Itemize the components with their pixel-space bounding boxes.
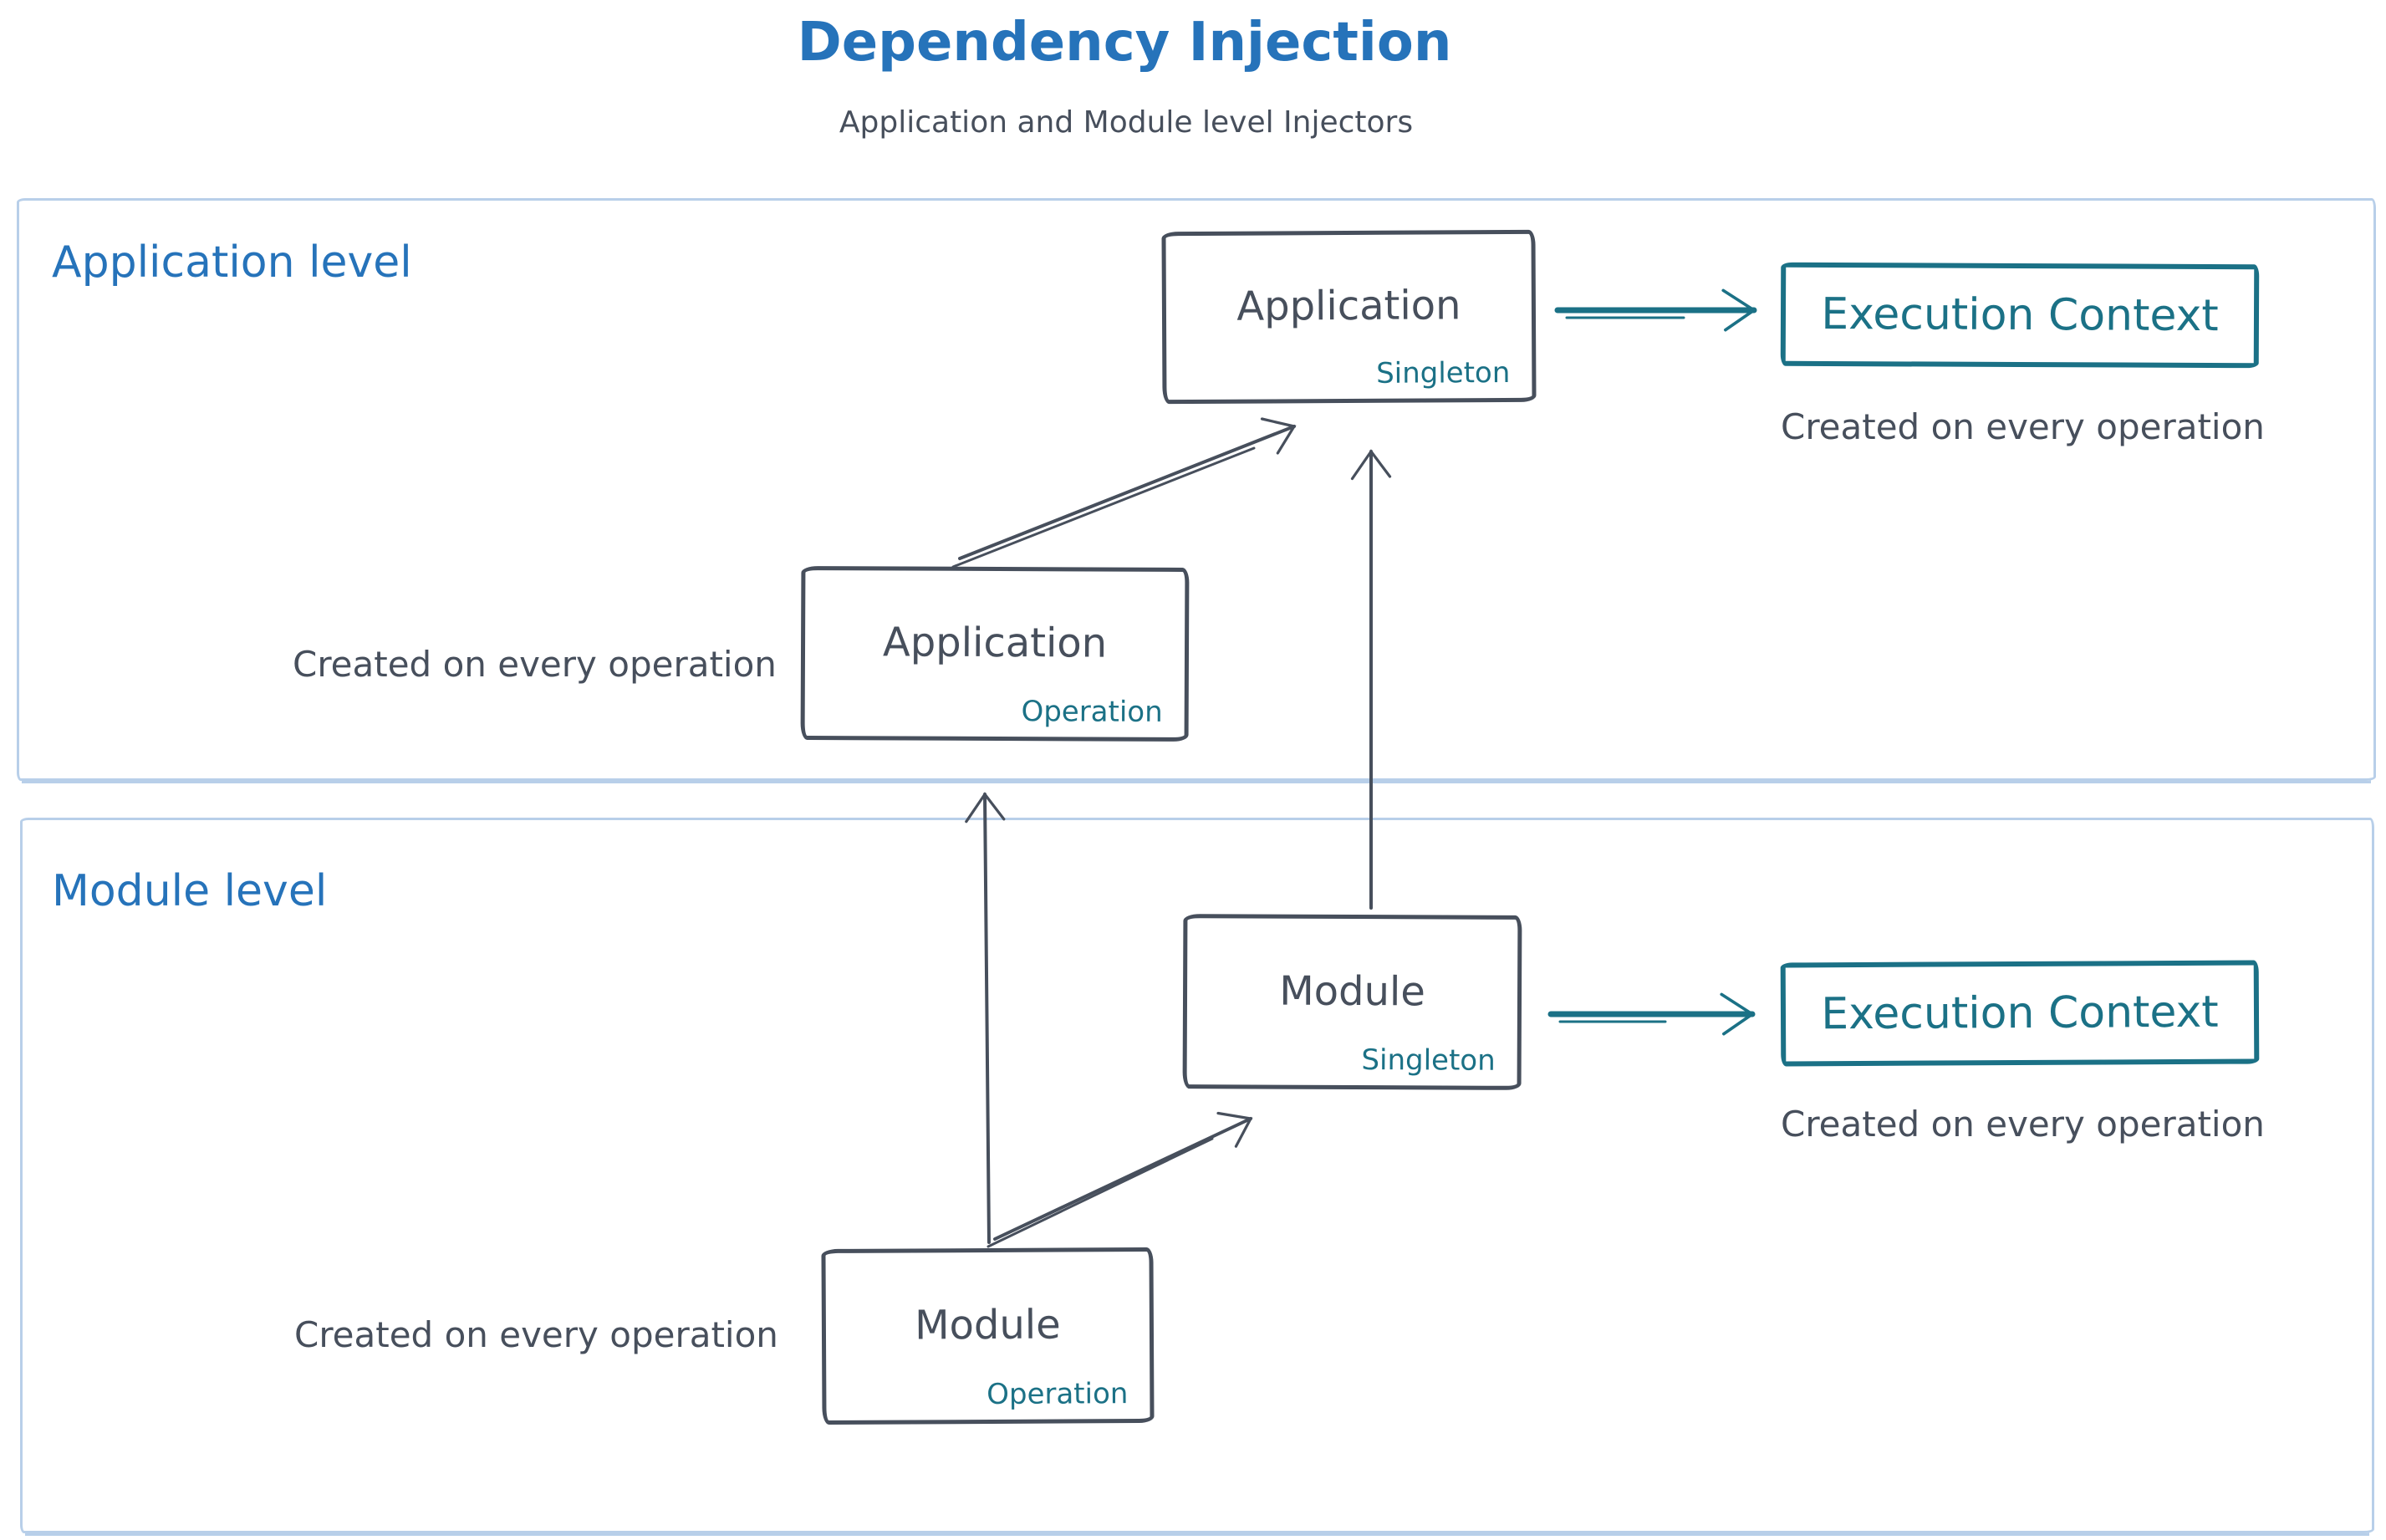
application-operation-title: Application (882, 619, 1108, 667)
module-operation-title: Module (915, 1301, 1061, 1349)
module-execution-context-box: Execution Context (1780, 960, 2260, 1067)
module-singleton-box: Module Singleton (1182, 914, 1522, 1090)
application-execution-context-box: Execution Context (1780, 262, 2260, 369)
module-operation-box: Module Operation (821, 1247, 1155, 1425)
application-operation-box: Application Operation (800, 565, 1190, 742)
application-level-label: Application level (52, 237, 412, 288)
application-level-section (17, 198, 2376, 781)
application-operation-note: Created on every operation (293, 644, 777, 685)
module-execution-context-note: Created on every operation (1781, 1104, 2265, 1145)
application-execution-context-label: Execution Context (1821, 288, 2219, 342)
diagram-title: Dependency Injection (797, 12, 1452, 74)
module-level-section (20, 818, 2374, 1533)
module-singleton-scope: Singleton (1361, 1043, 1496, 1078)
module-operation-scope: Operation (987, 1377, 1129, 1412)
module-execution-context-label: Execution Context (1821, 987, 2219, 1040)
application-singleton-scope: Singleton (1376, 355, 1511, 390)
application-singleton-box: Application Singleton (1161, 229, 1537, 405)
module-singleton-title: Module (1279, 967, 1425, 1015)
application-operation-scope: Operation (1021, 695, 1163, 729)
application-singleton-title: Application (1236, 282, 1461, 330)
application-execution-context-note: Created on every operation (1781, 406, 2265, 447)
diagram-subtitle: Application and Module level Injectors (839, 105, 1414, 140)
module-level-label: Module level (52, 866, 328, 916)
module-operation-note: Created on every operation (294, 1314, 778, 1355)
